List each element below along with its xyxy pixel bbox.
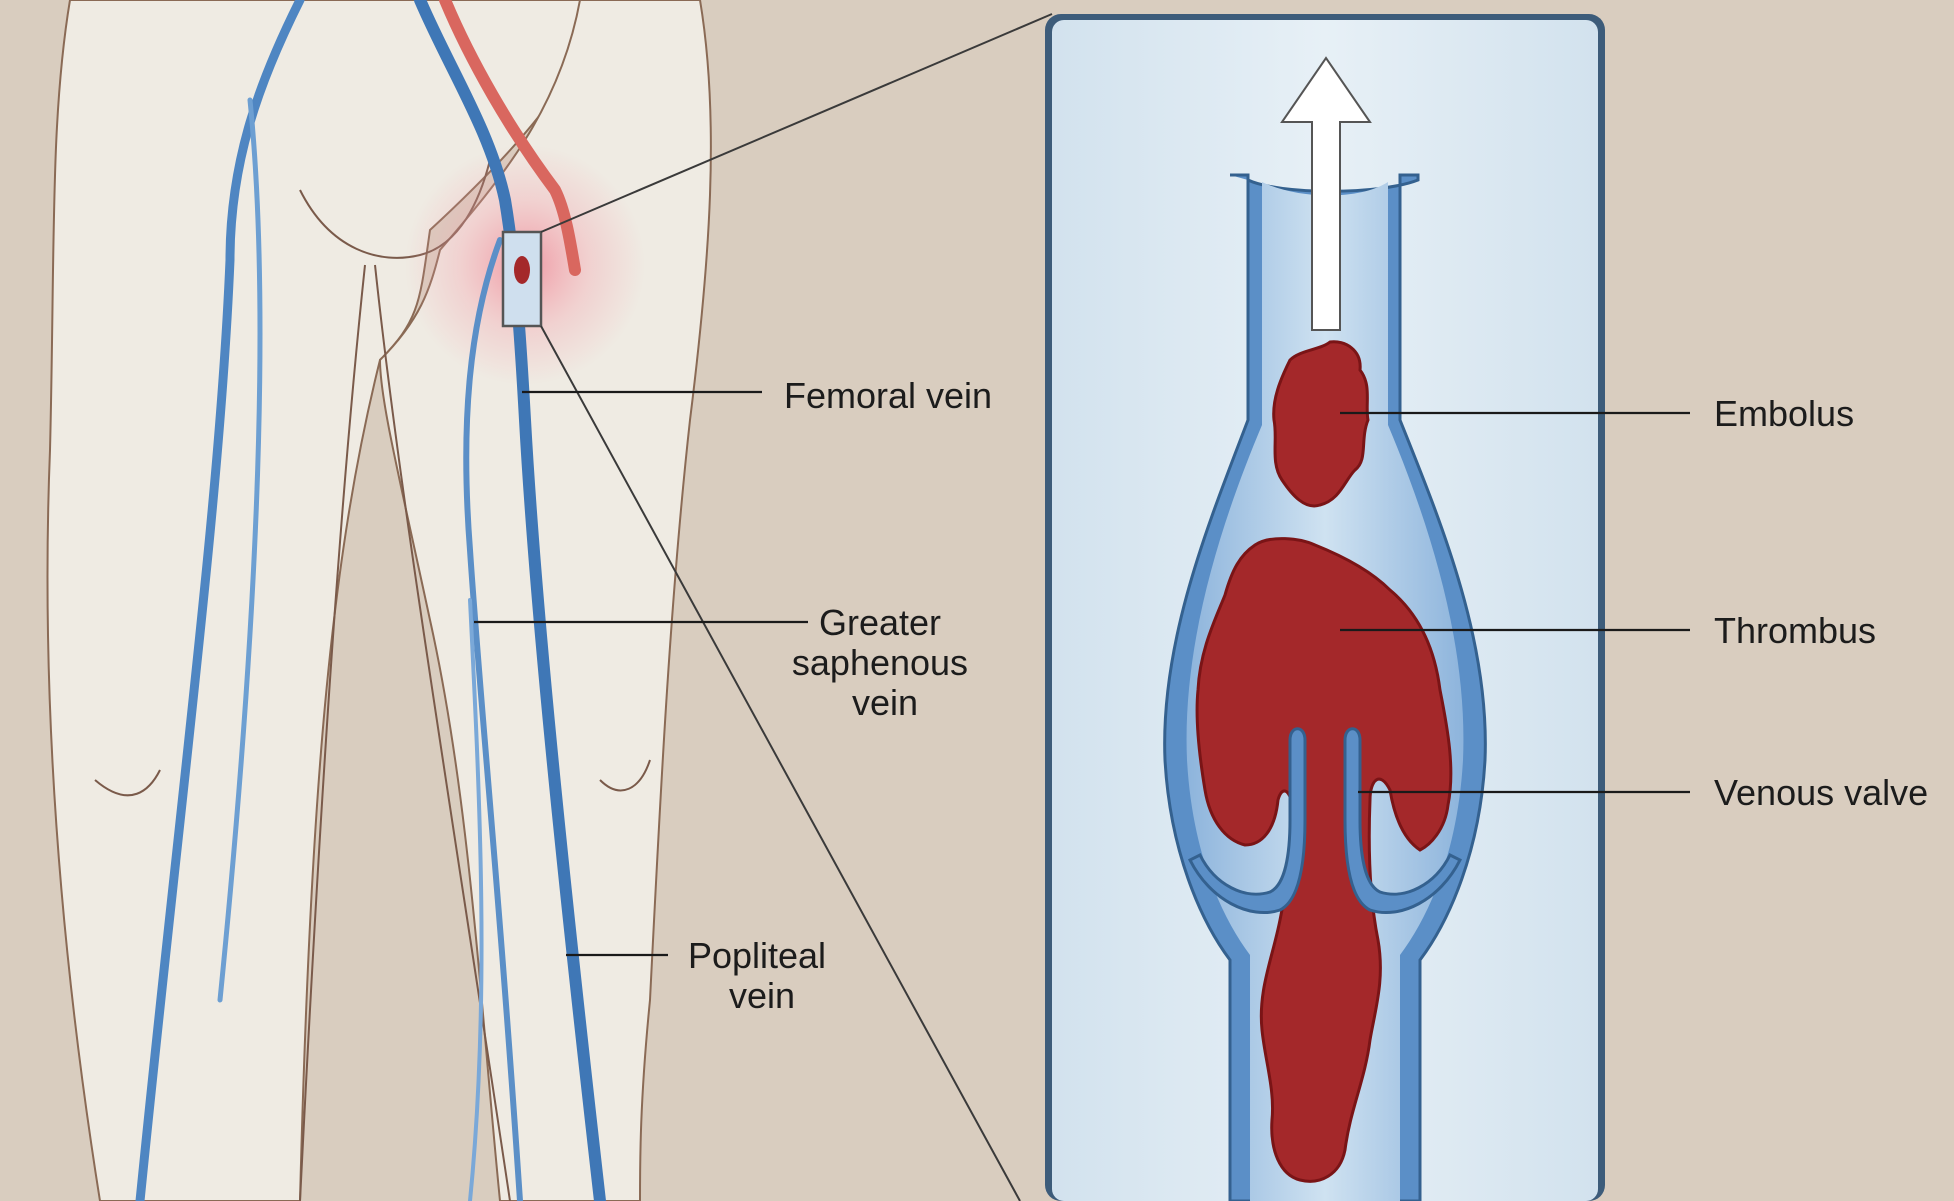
label-femoral-vein: Femoral vein bbox=[784, 375, 992, 416]
label-greater-saphenous-line3: vein bbox=[852, 682, 918, 723]
label-thrombus: Thrombus bbox=[1714, 610, 1876, 651]
label-popliteal-line2: vein bbox=[729, 975, 795, 1016]
label-greater-saphenous-line2: saphenous bbox=[792, 642, 968, 683]
zoom-source-clot bbox=[514, 256, 530, 284]
label-embolus: Embolus bbox=[1714, 393, 1854, 434]
inset-panel bbox=[1045, 14, 1605, 1201]
label-popliteal-line1: Popliteal bbox=[688, 935, 826, 976]
label-venous-valve: Venous valve bbox=[1714, 772, 1928, 813]
label-greater-saphenous-line1: Greater bbox=[819, 602, 941, 643]
